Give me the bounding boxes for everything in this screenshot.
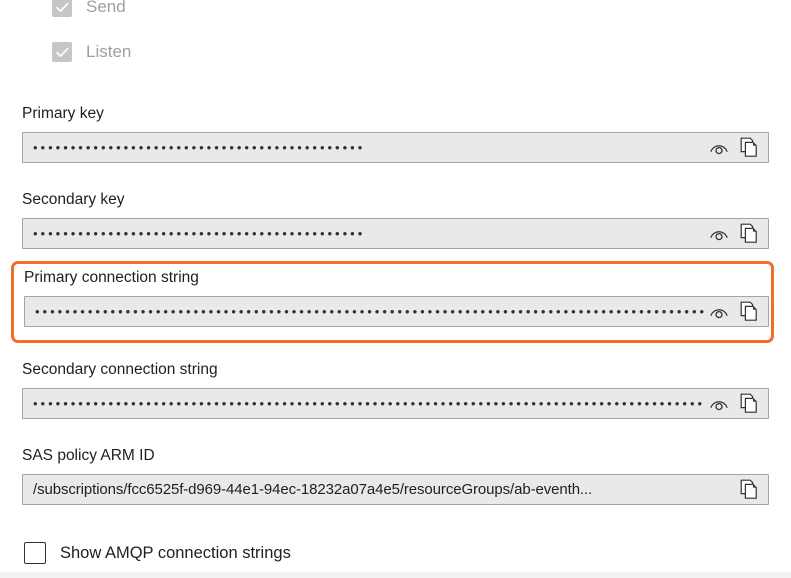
checkmark-icon: [55, 47, 68, 57]
show-hide-eye-icon-secondary-key[interactable]: [704, 219, 734, 248]
checkbox-listen: [52, 42, 72, 62]
eye-icon: [710, 144, 728, 154]
field-value-primary-connection-string: ••••••••••••••••••••••••••••••••••••••••…: [35, 303, 704, 319]
field-value-sas-policy-arm-id: /subscriptions/fcc6525f-d969-44e1-94ec-1…: [33, 480, 593, 498]
permission-row-listen: Listen: [52, 41, 131, 63]
eye-icon: [710, 230, 728, 240]
checkmark-icon: [55, 2, 68, 12]
checkbox-show-amqp-connection-strings[interactable]: [24, 542, 46, 564]
field-label-secondary-connection-string: Secondary connection string: [22, 361, 218, 378]
field-label-secondary-key: Secondary key: [22, 191, 125, 208]
show-hide-eye-icon-secondary-connection-string[interactable]: [704, 389, 734, 418]
show-hide-eye-icon-primary-connection-string[interactable]: [704, 297, 734, 326]
copy-icon: [740, 223, 757, 243]
show-amqp-connection-strings-row[interactable]: Show AMQP connection strings: [24, 542, 291, 564]
field-box-secondary-connection-string[interactable]: ••••••••••••••••••••••••••••••••••••••••…: [22, 388, 769, 419]
field-secondary-connection-string: Secondary connection string ••••••••••••…: [22, 360, 769, 419]
field-box-secondary-key[interactable]: ••••••••••••••••••••••••••••••••••••••••…: [22, 218, 769, 249]
field-primary-connection-string: Primary connection string ••••••••••••••…: [24, 268, 769, 327]
field-label-primary-key: Primary key: [22, 105, 104, 122]
copy-icon-sas-policy-arm-id[interactable]: [734, 475, 764, 504]
field-box-primary-key[interactable]: ••••••••••••••••••••••••••••••••••••••••…: [22, 132, 769, 163]
field-value-primary-key: ••••••••••••••••••••••••••••••••••••••••…: [33, 139, 366, 155]
field-box-primary-connection-string[interactable]: ••••••••••••••••••••••••••••••••••••••••…: [24, 296, 769, 327]
field-value-secondary-key: ••••••••••••••••••••••••••••••••••••••••…: [33, 225, 366, 241]
show-hide-eye-icon-primary-key[interactable]: [704, 133, 734, 162]
field-value-secondary-connection-string: ••••••••••••••••••••••••••••••••••••••••…: [33, 395, 704, 411]
copy-icon-primary-key[interactable]: [734, 133, 764, 162]
permission-row-send: Send: [52, 0, 126, 18]
field-secondary-key: Secondary key ••••••••••••••••••••••••••…: [22, 190, 769, 249]
copy-icon: [740, 301, 757, 321]
copy-icon: [740, 479, 757, 499]
checkbox-send: [52, 0, 72, 17]
eye-icon: [710, 308, 728, 318]
copy-icon: [740, 137, 757, 157]
permission-label-listen: Listen: [86, 42, 132, 61]
permission-label-send: Send: [86, 0, 126, 16]
copy-icon-primary-connection-string[interactable]: [734, 297, 764, 326]
field-box-sas-policy-arm-id[interactable]: /subscriptions/fcc6525f-d969-44e1-94ec-1…: [22, 474, 769, 505]
eye-icon: [710, 400, 728, 410]
field-label-primary-connection-string: Primary connection string: [24, 269, 199, 286]
field-label-sas-policy-arm-id: SAS policy ARM ID: [22, 447, 155, 464]
copy-icon: [740, 393, 757, 413]
field-sas-policy-arm-id: SAS policy ARM ID /subscriptions/fcc6525…: [22, 446, 769, 505]
copy-icon-secondary-connection-string[interactable]: [734, 389, 764, 418]
copy-icon-secondary-key[interactable]: [734, 219, 764, 248]
field-primary-key: Primary key ••••••••••••••••••••••••••••…: [22, 104, 769, 163]
label-show-amqp-connection-strings: Show AMQP connection strings: [60, 544, 291, 562]
bottom-divider: [0, 572, 791, 578]
